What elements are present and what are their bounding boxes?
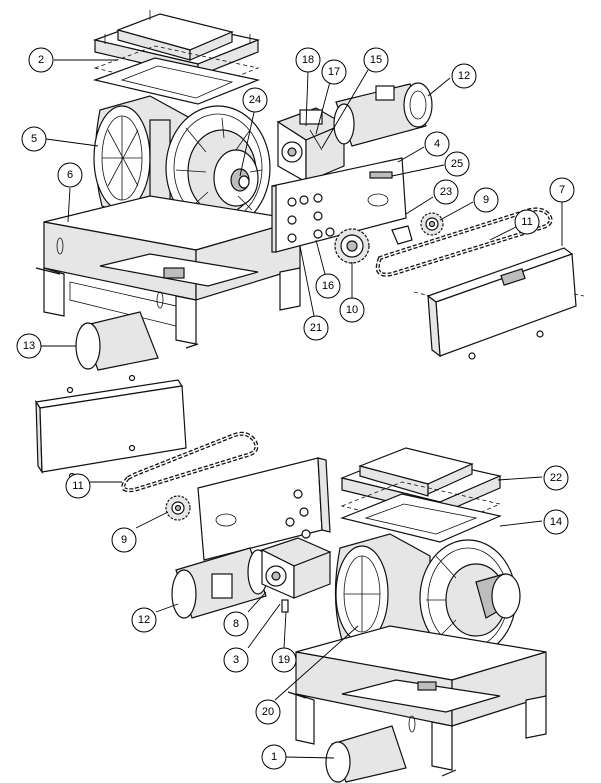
svg-text:20: 20 — [262, 706, 274, 718]
svg-text:12: 12 — [138, 614, 150, 626]
callout-20: 20 — [255, 699, 281, 725]
callout-18: 18 — [295, 47, 321, 73]
svg-text:12: 12 — [458, 70, 470, 82]
chain-top — [375, 207, 553, 277]
sprocket-9-top — [420, 212, 444, 236]
callout-2: 2 — [28, 47, 54, 73]
callout-13: 13 — [16, 333, 42, 359]
chain-guard-bottom — [34, 374, 187, 480]
callout-9-bottom: 9 — [111, 527, 137, 553]
callout-7: 7 — [549, 177, 575, 203]
bottom-assembly — [34, 374, 547, 783]
callout-15: 15 — [363, 47, 389, 73]
svg-text:14: 14 — [550, 516, 562, 528]
motor-top — [333, 82, 433, 147]
svg-text:3: 3 — [233, 654, 239, 666]
rotary-valve-body — [93, 95, 271, 231]
svg-text:7: 7 — [559, 184, 565, 196]
callout-3: 3 — [223, 647, 249, 673]
callout-11-top: 11 — [514, 209, 540, 235]
svg-text:24: 24 — [249, 94, 261, 106]
callout-22: 22 — [543, 465, 569, 491]
callout-9-top: 9 — [473, 187, 499, 213]
callout-1: 1 — [261, 744, 287, 770]
base-frame — [35, 195, 301, 349]
svg-text:16: 16 — [322, 280, 334, 292]
pipe-13 — [75, 311, 159, 371]
callout-14: 14 — [543, 509, 569, 535]
svg-text:1: 1 — [271, 751, 277, 763]
callout-12-top: 12 — [451, 63, 477, 89]
callout-17: 17 — [321, 59, 347, 85]
svg-text:9: 9 — [121, 534, 127, 546]
svg-text:21: 21 — [310, 322, 322, 334]
gear-reducer — [276, 107, 346, 184]
inlet-gasket — [92, 45, 261, 105]
sprocket-9-bottom — [165, 495, 191, 521]
motor-bottom — [171, 547, 269, 619]
top-assembly — [35, 10, 585, 371]
chain-guard-top — [413, 247, 585, 360]
svg-text:8: 8 — [233, 618, 239, 630]
leader-lines — [41, 59, 563, 759]
callout-12-bottom: 12 — [131, 607, 157, 633]
svg-text:23: 23 — [440, 186, 452, 198]
svg-text:6: 6 — [67, 169, 73, 181]
svg-text:11: 11 — [521, 216, 532, 228]
mounting-plate — [271, 157, 413, 253]
callout-bubbles: 2 5 6 13 18 17 15 12 24 4 25 23 9 7 11 — [16, 47, 575, 770]
pipe-1 — [325, 725, 407, 783]
inlet-cover-bottom — [340, 447, 502, 543]
callout-4: 4 — [424, 131, 450, 157]
svg-text:9: 9 — [483, 194, 489, 206]
svg-text:15: 15 — [370, 54, 382, 66]
svg-text:18: 18 — [302, 54, 314, 66]
callout-23: 23 — [433, 179, 459, 205]
svg-text:13: 13 — [23, 340, 35, 352]
svg-text:5: 5 — [31, 133, 37, 145]
base-frame-bottom — [287, 625, 547, 777]
svg-text:19: 19 — [278, 654, 290, 666]
svg-text:17: 17 — [328, 66, 340, 78]
mounting-plate-bottom — [197, 457, 331, 561]
chain-bottom — [121, 431, 259, 493]
callout-16: 16 — [315, 273, 341, 299]
sprocket-10 — [334, 228, 370, 264]
svg-text:25: 25 — [451, 158, 463, 170]
callout-8: 8 — [223, 611, 249, 637]
svg-text:2: 2 — [38, 54, 44, 66]
callout-19: 19 — [271, 647, 297, 673]
svg-text:11: 11 — [72, 480, 83, 492]
callout-25: 25 — [444, 151, 470, 177]
gear-reducer-bottom — [260, 537, 332, 613]
callout-6: 6 — [57, 162, 83, 188]
svg-text:10: 10 — [346, 304, 358, 316]
callout-11-bottom: 11 — [65, 473, 91, 499]
callout-10: 10 — [339, 297, 365, 323]
callout-24: 24 — [242, 87, 268, 113]
rotary-valve-body-bottom — [334, 533, 521, 665]
callout-21: 21 — [303, 315, 329, 341]
svg-text:22: 22 — [550, 472, 562, 484]
svg-text:4: 4 — [434, 138, 440, 150]
callout-5: 5 — [21, 126, 47, 152]
